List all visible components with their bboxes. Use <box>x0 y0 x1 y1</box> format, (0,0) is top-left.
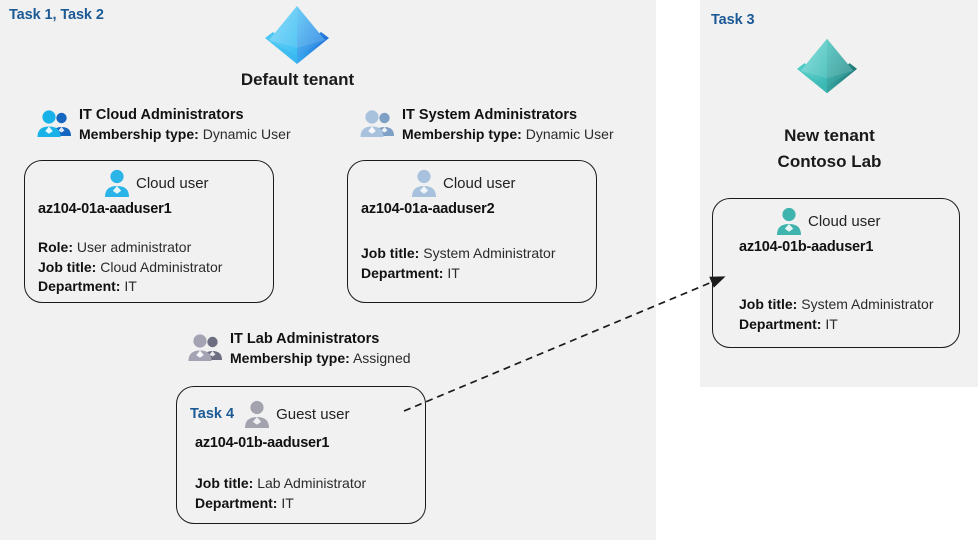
user-attr-department: Department: IT <box>739 315 934 335</box>
user-principal-name: az104-01a-aaduser2 <box>361 201 495 217</box>
attr-value: System Administrator <box>801 296 934 312</box>
user-kind-label: Cloud user <box>136 174 209 192</box>
attr-value: System Administrator <box>423 245 556 261</box>
group-membership-label: Membership type: <box>402 126 522 142</box>
cloud-user-icon <box>775 206 803 236</box>
attr-label: Role: <box>38 239 73 255</box>
attr-label: Department: <box>38 278 121 294</box>
group-users-icon <box>37 109 73 139</box>
user-attributes: Role: User administrator Job title: Clou… <box>38 238 222 297</box>
group-users-icon <box>360 109 396 139</box>
user-attr-jobtitle: Job title: System Administrator <box>361 244 556 264</box>
group-membership-value: Dynamic User <box>202 126 291 142</box>
attr-label: Job title: <box>361 245 420 261</box>
attr-value: IT <box>447 264 460 281</box>
attr-label: Department: <box>739 315 822 332</box>
default-tenant-name: Default tenant <box>240 70 355 89</box>
user-card-guest-az104-01b-aaduser1[interactable]: Task 4 Guest user az104-01b-aaduser1 Job… <box>176 386 426 524</box>
task-label-4: Task 4 <box>190 406 235 422</box>
attr-value: User administrator <box>76 239 192 255</box>
card-head: Task 4 Guest user <box>190 399 349 429</box>
user-principal-name: az104-01a-aaduser1 <box>38 201 172 217</box>
user-attr-jobtitle: Job title: Lab Administrator <box>195 474 366 494</box>
user-attributes: Job title: Lab Administrator Department:… <box>195 474 366 513</box>
user-kind-label: Cloud user <box>808 212 881 230</box>
group-membership-label: Membership type: <box>230 350 350 366</box>
cloud-user-icon <box>410 168 438 198</box>
attr-value: IT <box>281 494 294 511</box>
user-attr-department: Department: IT <box>195 494 366 514</box>
new-tenant-icon <box>793 35 861 97</box>
user-kind-label: Guest user <box>276 405 350 423</box>
group-membership-label: Membership type: <box>79 126 199 142</box>
user-principal-name: az104-01b-aaduser1 <box>739 239 874 255</box>
user-attr-role: Role: User administrator <box>38 238 222 258</box>
user-principal-name: az104-01b-aaduser1 <box>195 435 330 451</box>
group-it-cloud-administrators: IT Cloud Administrators Membership type:… <box>37 106 291 144</box>
attr-label: Job title: <box>739 296 798 312</box>
user-attr-department: Department: IT <box>38 277 222 297</box>
card-head: Cloud user <box>775 206 881 236</box>
task-label-1-2: Task 1, Task 2 <box>9 7 104 23</box>
user-attributes: Job title: System Administrator Departme… <box>739 295 934 334</box>
attr-value: IT <box>124 278 137 294</box>
attr-label: Job title: <box>195 475 254 491</box>
group-it-lab-administrators: IT Lab Administrators Membership type: A… <box>188 330 411 368</box>
group-title: IT Lab Administrators <box>230 331 380 347</box>
group-membership: Membership type: Dynamic User <box>402 125 614 144</box>
user-kind-label: Cloud user <box>443 174 516 192</box>
guest-user-icon <box>243 399 271 429</box>
group-title: IT System Administrators <box>402 107 578 123</box>
group-membership-value: Dynamic User <box>525 126 614 142</box>
user-card-az104-01a-aaduser1[interactable]: Cloud user az104-01a-aaduser1 Role: User… <box>24 160 274 303</box>
group-membership: Membership type: Dynamic User <box>79 125 291 144</box>
group-users-icon <box>188 333 224 363</box>
group-title: IT Cloud Administrators <box>79 107 244 123</box>
user-attributes: Job title: System Administrator Departme… <box>361 244 556 283</box>
task-label-3: Task 3 <box>711 12 755 28</box>
group-membership: Membership type: Assigned <box>230 349 411 368</box>
user-attr-jobtitle: Job title: System Administrator <box>739 295 934 315</box>
new-tenant-name-line1: New tenant <box>784 126 875 145</box>
card-head: Cloud user <box>103 168 209 198</box>
user-attr-department: Department: IT <box>361 264 556 284</box>
attr-value: Cloud Administrator <box>100 258 223 275</box>
cloud-user-icon <box>103 168 131 198</box>
attr-value: Lab Administrator <box>257 475 367 491</box>
group-it-system-administrators: IT System Administrators Membership type… <box>360 106 614 144</box>
user-card-cloud-az104-01b-aaduser1[interactable]: Cloud user az104-01b-aaduser1 Job title:… <box>712 198 960 348</box>
attr-label: Job title: <box>38 258 97 275</box>
card-head: Cloud user <box>410 168 516 198</box>
user-card-az104-01a-aaduser2[interactable]: Cloud user az104-01a-aaduser2 Job title:… <box>347 160 597 303</box>
group-membership-value: Assigned <box>352 350 411 366</box>
default-tenant-icon <box>261 2 333 68</box>
attr-value: IT <box>825 315 838 332</box>
user-attr-jobtitle: Job title: Cloud Administrator <box>38 258 222 278</box>
new-tenant-name-line2: Contoso Lab <box>777 152 882 171</box>
attr-label: Department: <box>361 264 444 281</box>
attr-label: Department: <box>195 494 278 511</box>
